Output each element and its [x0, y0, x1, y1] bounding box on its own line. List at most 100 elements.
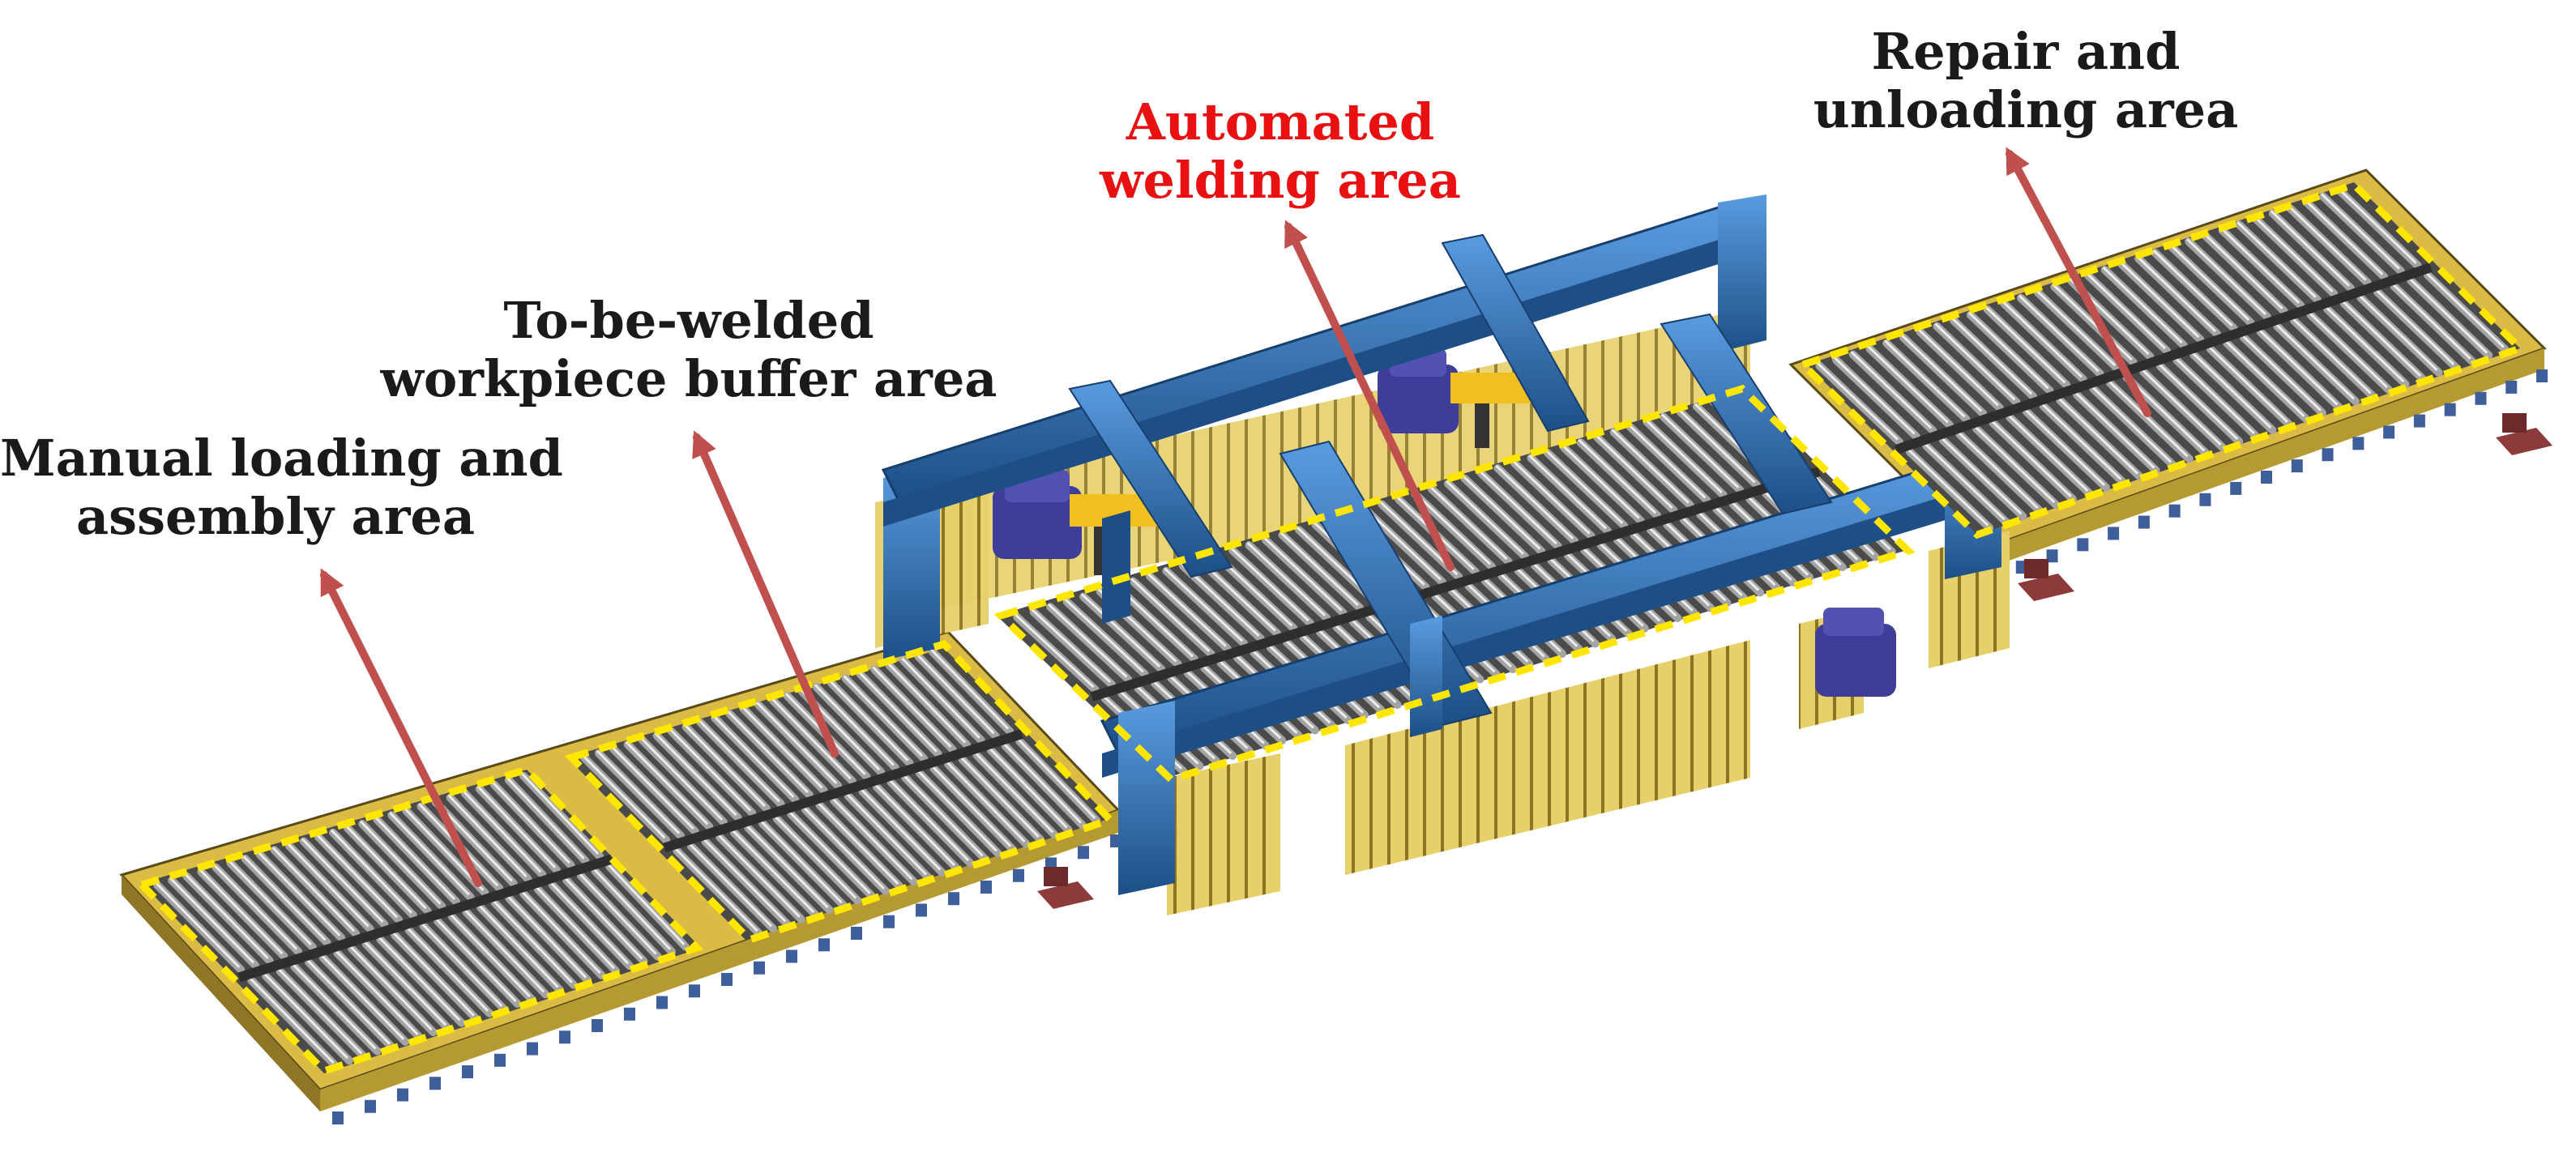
- label-line: Manual loading and: [0, 429, 563, 488]
- roller-highlight: [931, 765, 1012, 847]
- support-foot: [1078, 846, 1089, 860]
- roller-highlight: [2057, 397, 2139, 475]
- roller-highlight: [349, 945, 433, 1031]
- zone-repair: [1796, 180, 2527, 540]
- roller-highlight: [683, 723, 767, 807]
- label-line: Repair and: [1871, 22, 2181, 81]
- roller-highlight: [2408, 277, 2488, 354]
- roller-highlight: [817, 801, 899, 885]
- roller-highlight: [745, 824, 829, 909]
- roller-highlight: [2207, 345, 2288, 423]
- roller-highlight: [1628, 424, 1707, 499]
- roller-highlight: [2007, 414, 2089, 492]
- roller-highlight: [228, 860, 312, 946]
- support-foot: [2413, 414, 2425, 428]
- roller-highlight: [1951, 317, 2033, 395]
- roller-highlight: [1884, 339, 1966, 418]
- support-foot: [429, 1077, 441, 1090]
- roller-highlight: [1900, 334, 1983, 412]
- roller-highlight: [535, 885, 615, 970]
- roller-highlight: [392, 932, 475, 1017]
- roller-highlight: [2018, 294, 2100, 373]
- roller-highlight: [1048, 604, 1128, 678]
- roller-highlight: [581, 754, 666, 839]
- roller-highlight: [1984, 305, 2066, 384]
- support-foot: [2230, 481, 2242, 495]
- label-line: To-be-welded: [503, 291, 874, 350]
- roller-highlight: [788, 811, 871, 894]
- roller-highlight: [1990, 420, 2072, 498]
- support-foot: [494, 1053, 506, 1067]
- roller-highlight: [888, 779, 970, 862]
- label-line: workpiece buffer area: [380, 349, 998, 408]
- roller-highlight: [2040, 403, 2122, 480]
- roller-highlight: [1429, 485, 1508, 561]
- support-foot: [527, 1042, 538, 1056]
- roller-highlight: [607, 863, 686, 945]
- support-foot: [883, 915, 895, 928]
- roller-highlight: [843, 675, 924, 757]
- roller-highlight: [363, 941, 447, 1026]
- support-foot: [2199, 493, 2211, 506]
- roller-highlight: [506, 895, 587, 979]
- roller-highlight: [1834, 356, 1916, 435]
- roller-highlight: [315, 834, 399, 919]
- roller-highlight: [2202, 233, 2283, 309]
- roller-highlight: [857, 670, 938, 753]
- roller-highlight: [770, 697, 852, 780]
- label-workpiece-buffer: To-be-welded workpiece buffer area: [373, 292, 1005, 408]
- roller-highlight: [774, 815, 857, 899]
- support-foot: [559, 1030, 570, 1044]
- welding-cell: [875, 194, 2010, 915]
- roller-highlight: [462, 790, 542, 873]
- roller-highlight: [2424, 271, 2505, 348]
- support-foot: [2444, 403, 2456, 416]
- roller-highlight: [860, 787, 942, 871]
- support-foot: [948, 892, 959, 906]
- roller-highlight: [1957, 431, 2039, 510]
- roller-highlight: [802, 806, 885, 890]
- roller-highlight: [2141, 368, 2222, 446]
- roller-highlight: [674, 847, 758, 932]
- roller-highlight: [2091, 386, 2172, 463]
- support-foot: [624, 1007, 635, 1021]
- arrow-buffer: [692, 430, 839, 757]
- roller-highlight: [1974, 425, 2056, 504]
- roller-highlight: [2236, 221, 2317, 298]
- support-foot: [721, 973, 733, 986]
- roller-highlight: [831, 797, 913, 881]
- roller-highlight: [2102, 266, 2183, 344]
- roller-highlight: [669, 727, 752, 812]
- roller-highlight: [169, 877, 255, 964]
- roller-highlight: [277, 968, 363, 1055]
- roller-highlight: [2275, 322, 2355, 400]
- label-manual-loading-assembly: Manual loading and assembly area: [0, 429, 563, 546]
- support-foot: [2383, 425, 2395, 439]
- roller-highlight: [404, 807, 485, 891]
- roller-highlight: [1478, 470, 1557, 545]
- roller-highlight: [2325, 305, 2405, 383]
- support-foot: [2077, 538, 2089, 552]
- roller-highlight: [1462, 475, 1541, 550]
- roller-highlight: [406, 927, 489, 1012]
- roller-highlight: [2287, 204, 2367, 281]
- roller-highlight: [1446, 480, 1525, 555]
- roller-highlight: [1031, 608, 1111, 683]
- roller-highlight: [946, 761, 1026, 843]
- roller-highlight: [845, 792, 928, 876]
- roller-highlight: [886, 661, 967, 744]
- support-foot: [2046, 549, 2058, 563]
- support-feet: [332, 369, 2548, 1124]
- support-foot: [332, 1111, 344, 1124]
- support-foot: [2536, 369, 2548, 382]
- roller-highlight: [1017, 738, 1096, 819]
- roller-highlight: [988, 747, 1068, 829]
- support-foot: [2475, 391, 2487, 405]
- roller-highlight: [478, 904, 559, 988]
- roller-highlight: [874, 783, 955, 866]
- roller-highlight: [521, 890, 601, 975]
- roller-highlight: [360, 820, 442, 905]
- roller-highlight: [2169, 244, 2250, 321]
- roller-highlight: [1611, 429, 1690, 504]
